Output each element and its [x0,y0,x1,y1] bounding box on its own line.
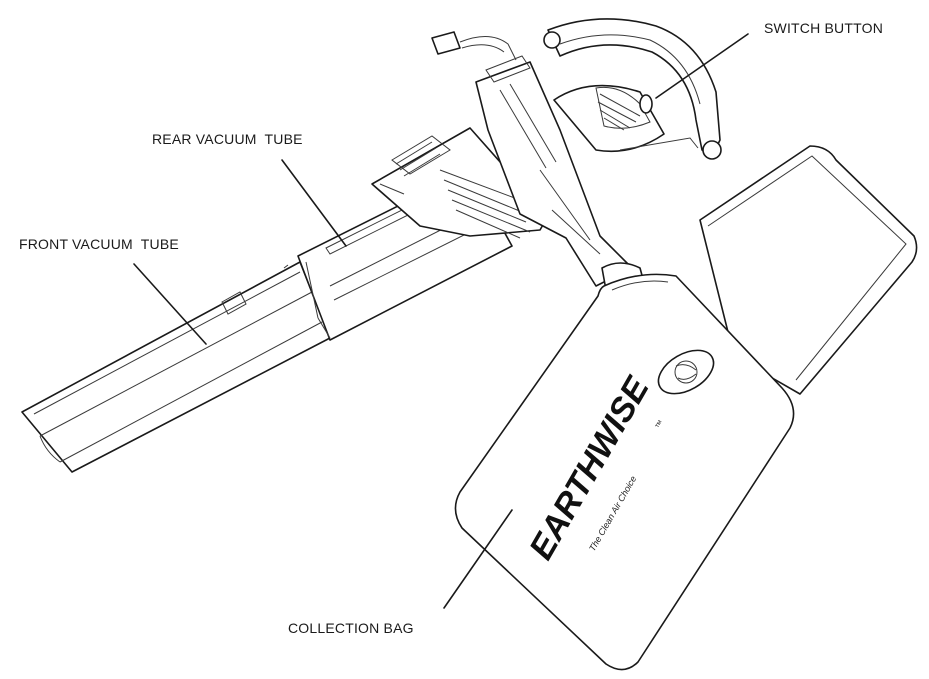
speed-knob [432,32,516,60]
handle [544,19,721,159]
label-switch-button: SWITCH BUTTON [764,20,883,36]
leader-rear-vacuum-tube [282,160,346,246]
label-rear-vacuum-tube: REAR VACUUM TUBE [152,131,303,147]
front-vacuum-tube [22,262,330,472]
label-front-vacuum-tube: FRONT VACUUM TUBE [19,236,179,252]
label-collection-bag: COLLECTION BAG [288,620,414,636]
